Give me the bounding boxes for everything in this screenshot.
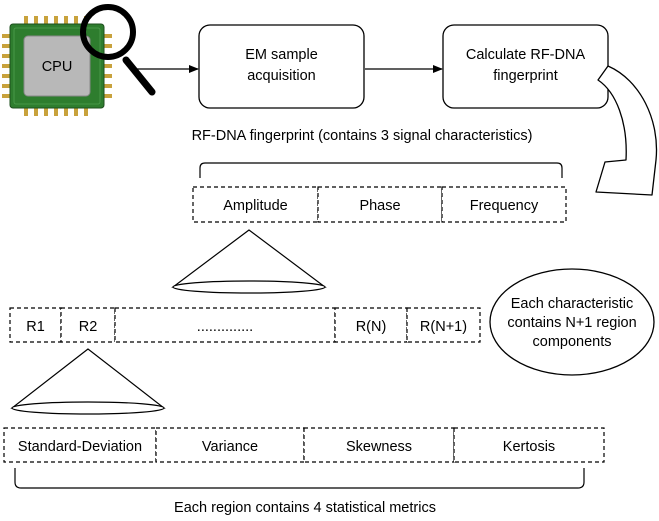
metric-skewness <box>303 427 455 463</box>
characteristic-frequency-label: Frequency <box>470 198 539 214</box>
metrics-caption: Each region contains 4 statistical metri… <box>174 500 436 516</box>
em-sample-box <box>198 24 365 109</box>
magnifier-icon <box>80 4 156 96</box>
expand-cone-amplitude <box>171 229 327 294</box>
cpu-chip-icon: CPU <box>2 16 112 116</box>
metric-standard-deviation-label: Standard-Deviation <box>18 439 142 455</box>
region-ellipsis <box>114 307 336 343</box>
characteristic-frequency <box>441 186 567 223</box>
calc-rfdna-line1: Calculate RF-DNA <box>466 47 586 63</box>
region-ellipsis-label: .............. <box>197 319 253 335</box>
region-note-ellipse <box>489 268 655 376</box>
region-rn-label: R(N) <box>356 319 387 335</box>
metrics-brace <box>14 468 585 489</box>
metric-standard-deviation <box>3 427 157 463</box>
region-note-line3: components <box>533 334 612 350</box>
region-note-line1: Each characteristic <box>511 296 634 312</box>
region-r2-label: R2 <box>79 319 98 335</box>
metric-skewness-label: Skewness <box>346 439 412 455</box>
curved-arrow-icon <box>595 65 658 196</box>
region-rn1-label: R(N+1) <box>420 319 467 335</box>
metric-kertosis-label: Kertosis <box>503 439 555 455</box>
region-rn1 <box>406 307 481 343</box>
fingerprint-brace <box>199 162 563 178</box>
metric-variance <box>155 427 305 463</box>
region-note-line2: contains N+1 region <box>507 315 636 331</box>
region-rn <box>334 307 408 343</box>
em-sample-line2: acquisition <box>247 68 316 84</box>
calc-rfdna-line2: fingerprint <box>493 68 557 84</box>
em-sample-line1: EM sample <box>245 47 318 63</box>
characteristic-amplitude-label: Amplitude <box>223 198 287 214</box>
metric-kertosis <box>453 427 605 463</box>
characteristic-amplitude <box>192 186 319 223</box>
cpu-label: CPU <box>42 59 73 75</box>
characteristic-phase-label: Phase <box>359 198 400 214</box>
fingerprint-caption: RF-DNA fingerprint (contains 3 signal ch… <box>192 128 533 144</box>
metric-variance-label: Variance <box>202 439 258 455</box>
region-r1-label: R1 <box>26 319 45 335</box>
calc-rfdna-box <box>442 24 609 109</box>
expand-cone-region <box>10 348 166 415</box>
region-r1 <box>9 307 62 343</box>
characteristic-phase <box>317 186 443 223</box>
